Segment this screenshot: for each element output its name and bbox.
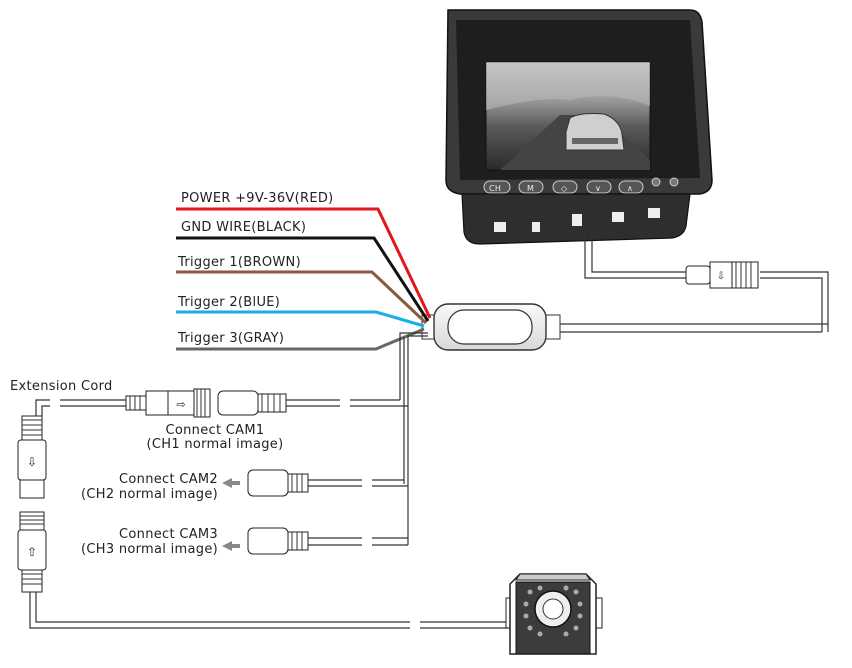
wire-trigger2 [176, 310, 425, 328]
monitor-buttons [483, 177, 679, 194]
label-cam1-sub: (CH1 normal image) [146, 437, 284, 452]
label-cam3-title: Connect CAM3 [119, 527, 218, 542]
wire-trigger1 [176, 270, 428, 325]
cam3-arrow-icon [222, 541, 240, 551]
colored-wires [176, 207, 432, 351]
cam2-arrow-icon [222, 478, 240, 488]
monitor-button-mode-label: ◇ [561, 184, 568, 193]
monitor-button-mode[interactable] [552, 180, 578, 194]
cam2-connector [222, 469, 309, 497]
monitor-button-up-label: ∧ [627, 184, 634, 193]
monitor-button-ch-label: CH [489, 184, 502, 193]
svg-text:⇩: ⇩ [717, 271, 725, 282]
monitor-button-down[interactable] [586, 180, 612, 194]
monitor-button-up[interactable] [618, 180, 644, 194]
label-cam2-title: Connect CAM2 [119, 472, 218, 487]
monitor-sensor-icon [651, 177, 661, 187]
label-cam3-sub: (CH3 normal image) [81, 542, 218, 557]
monitor-cable [584, 232, 829, 324]
monitor [445, 9, 713, 245]
label-cam2-sub: (CH2 normal image) [81, 487, 218, 502]
monitor-power-icon[interactable] [669, 177, 679, 187]
hub-box [421, 303, 829, 351]
camera-ir-leds-icon [523, 585, 583, 637]
monitor-button-ch[interactable] [483, 180, 511, 194]
label-extension-cord: Extension Cord [10, 379, 113, 394]
label-power: POWER +9V-36V(RED) [181, 191, 334, 206]
svg-text:⇩: ⇩ [27, 455, 37, 469]
extension-cord-connectors: ⇩ ⇧ [17, 415, 510, 629]
label-trigger1: Trigger 1(BROWN) [178, 255, 301, 270]
label-trigger3: Trigger 3(GRAY) [178, 331, 285, 346]
cam3-connector [222, 527, 309, 555]
label-trigger2: Trigger 2(BlUE) [178, 295, 281, 310]
monitor-button-menu[interactable] [518, 180, 544, 194]
svg-text:⇨: ⇨ [176, 398, 185, 411]
channel-cables [286, 332, 428, 546]
monitor-button-down-label: ∨ [595, 184, 602, 193]
monitor-connector: ⇩ [685, 261, 759, 289]
camera [505, 573, 603, 655]
wire-gnd [176, 236, 430, 322]
wire-power [176, 207, 432, 319]
cam1-connectors: ⇨ [35, 388, 287, 418]
svg-text:⇧: ⇧ [27, 545, 37, 559]
label-cam1-title: Connect CAM1 [165, 423, 265, 438]
monitor-button-menu-label: M [527, 184, 535, 193]
label-gnd: GND WIRE(BLACK) [181, 220, 307, 235]
